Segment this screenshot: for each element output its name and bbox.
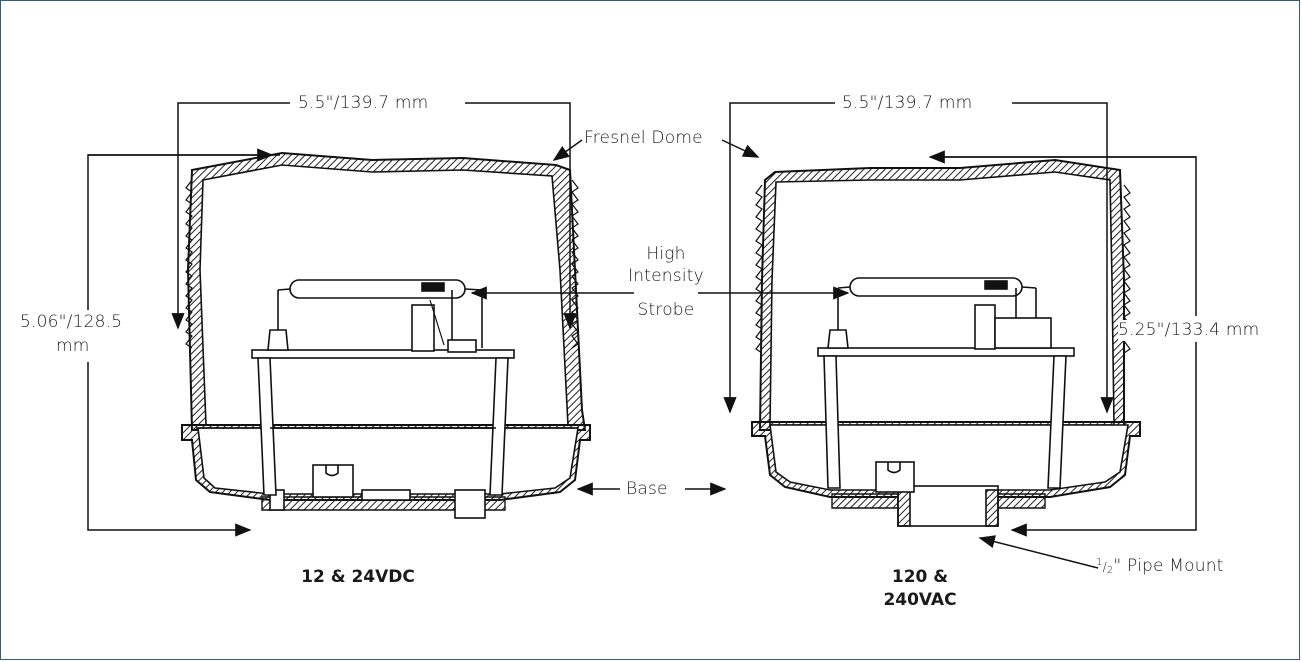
- pipe-fraction-denominator: 2: [1106, 565, 1114, 576]
- left-voltage-caption: 12 & 24VDC: [301, 567, 415, 587]
- left-height-dimension-value: 5.06"/128.5: [20, 312, 123, 334]
- right-width-dimension: 5.5"/139.7 mm: [842, 93, 973, 115]
- left-strobe-unit: [181, 151, 591, 519]
- base-label: Base: [626, 479, 668, 499]
- pipe-mount-text: " Pipe Mount: [1113, 556, 1224, 576]
- strobe-label-2: Intensity: [628, 266, 704, 286]
- fresnel-dome-label: Fresnel Dome: [584, 128, 703, 148]
- right-strobe-unit: [751, 158, 1141, 527]
- strobe-label-3: Strobe: [637, 300, 695, 320]
- left-width-dimension: 5.5"/139.7 mm: [298, 93, 429, 115]
- pipe-mount-label: 1/2" Pipe Mount: [1096, 556, 1224, 576]
- right-height-dimension: 5.25"/133.4 mm: [1118, 320, 1260, 342]
- left-height-dimension-unit: mm: [56, 336, 90, 358]
- right-voltage-caption-1: 120 &: [891, 567, 949, 587]
- dimension-lines: [87, 102, 1197, 569]
- right-voltage-caption-2: 240VAC: [883, 590, 957, 610]
- strobe-label-1: High: [646, 244, 686, 264]
- pipe-fraction-numerator: 1: [1096, 557, 1103, 568]
